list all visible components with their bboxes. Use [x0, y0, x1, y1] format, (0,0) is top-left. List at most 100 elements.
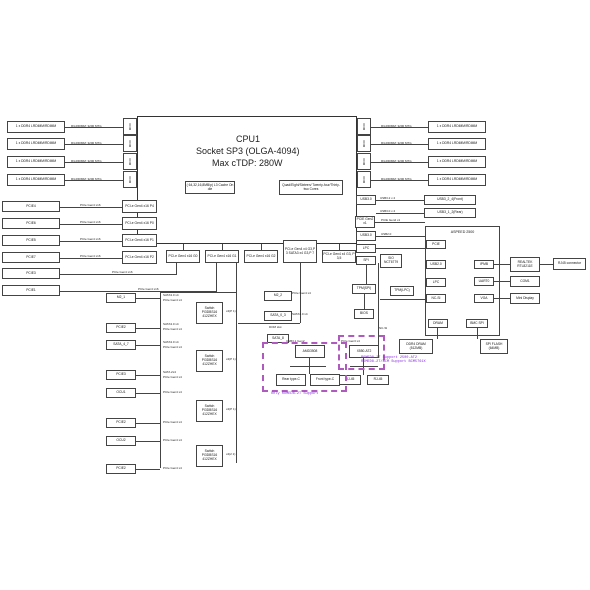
tree-trunk-g1 — [216, 263, 217, 292]
dimm-right-4: 1 x DDR4 LRDIMM/RDIMM — [428, 174, 486, 186]
slot-line-1 — [60, 207, 122, 208]
pcie-label-3: PCIe Gen4 x4 — [163, 345, 182, 349]
rtl-line — [540, 264, 553, 265]
pcie2-b: PCIE2 — [106, 418, 136, 428]
slot-pcie6: PCIE6 — [2, 218, 60, 229]
x4-d: x4(2 1) — [226, 452, 236, 456]
x4-c: x4(P 1) — [226, 407, 236, 411]
x4-b: x4(P 1) — [226, 357, 236, 361]
dimm-right-3: 1 x DDR4 LRDIMM/RDIMM — [428, 156, 486, 168]
pcie-gen2-lbl: PCIE Gen2 x1 — [381, 218, 401, 222]
rj45-conn: RJ45 connector — [553, 258, 586, 270]
ocu2-line — [136, 441, 160, 442]
bios-line — [364, 294, 365, 309]
pcie3-line — [136, 375, 160, 376]
sata-label-2: SATA3.0 x4 — [163, 322, 179, 326]
dimm-left-line-3 — [65, 162, 123, 163]
usb-line-2 — [376, 213, 424, 214]
cpu-port-p0: PCI-e Gen4 x16 P0 — [122, 217, 157, 230]
cache-box: ( 64,32,16,8MB/p) L3 Cache On die — [185, 181, 235, 194]
aspeed-ipmb: IPMB — [474, 260, 494, 269]
slot-link-3: PCIe Gen4 x16 — [80, 237, 101, 241]
note-only: Only ROMED8-2T Support — [271, 392, 319, 396]
dimm-left-2: 1 x DDR4 LRDIMM/RDIMM — [7, 138, 65, 150]
cpu-port-g2: PCI-e Gen4 x16 G2 — [244, 250, 278, 263]
dimm-right-speed-3: R/LRDIMM: 3200 MT/s — [381, 159, 412, 163]
dimm-right-speed-4: R/LRDIMM: 3200 MT/s — [381, 177, 412, 181]
cores-box: Quad/Eight/Sixteen/ Twenty-four/Thirty-t… — [279, 180, 343, 195]
aspeed-pcie: PCIE — [426, 240, 446, 249]
m2-2: M2_2 — [264, 291, 292, 301]
usb20-line — [376, 236, 425, 237]
cpu-port-line-g2 — [261, 244, 262, 250]
slot-pcie7: PCIE7 — [2, 252, 60, 263]
pcie-gen2-block: PCIE Gen2 x1 — [355, 216, 375, 228]
sata-label-1: SATA3.0 x4 — [163, 293, 179, 297]
dimm-left-line-4 — [65, 180, 123, 181]
dimm-right-1: 1 x DDR4 LRDIMM/RDIMM — [428, 121, 486, 133]
slot-pcie4: PCIE4 — [2, 201, 60, 212]
ncsi-line — [380, 299, 425, 300]
lpc-block: LPC — [356, 244, 376, 253]
usb-line-1 — [376, 200, 424, 201]
sata-4-7: SATA_4_7 — [106, 340, 136, 350]
pcie3-box: PCIE3 — [106, 370, 136, 380]
x550-chip: X550-AT2 — [349, 345, 379, 358]
channel-right-1: MOD — [357, 118, 371, 135]
cpu-port-line-g0 — [183, 244, 184, 250]
cpu-port-line-g1 — [222, 244, 223, 250]
slot-line-3 — [60, 241, 122, 242]
slot-link-5: PCIe Gen4 x16 — [112, 270, 133, 274]
aspeed-vga: VGA — [474, 294, 494, 303]
amd-line-b — [290, 366, 326, 367]
tpm-lpc: TPM(LPC) — [390, 286, 414, 296]
spi-block: SPI — [356, 256, 376, 265]
cpu-title: CPU1 — [236, 134, 261, 144]
slot-link-2: PCIe Gen4 x16 — [80, 220, 101, 224]
dimm-left-speed-1: R/LRDIMM: 3200 MT/s — [71, 124, 102, 128]
dimm-right-2: 1 x DDR4 LRDIMM/RDIMM — [428, 138, 486, 150]
pcie-label-1: PCIe Gen4 x4 — [163, 298, 182, 302]
usb30-lbl: USB3.0 x 2 — [380, 209, 396, 213]
aspeed-dram: DRAM — [428, 319, 448, 328]
usb31-block: USB3.0 — [356, 231, 376, 241]
dimm-right-line-4 — [371, 180, 428, 181]
mid-h-line — [238, 323, 300, 324]
mini-display: Mini Display — [510, 293, 540, 304]
dimm-left-3: 1 x DDR4 LRDIMM/RDIMM — [7, 156, 65, 168]
aspeed-usb20: USB2.0 — [426, 260, 446, 269]
pcie-label-5: PCIe Gen4 x4 — [163, 390, 182, 394]
realtek: REALTEK RTL8211E — [510, 257, 540, 272]
aspeed-title: ASPEED 2500 — [450, 230, 475, 234]
usb3-1-port: USB3_1_2(Rear) — [424, 208, 476, 218]
cpu-port-g0: PCI-e Gen4 x16 G0 — [166, 250, 200, 263]
tree-trunk-g2 — [236, 263, 237, 463]
aspeed-bmcspi: BMC SPI — [466, 319, 488, 328]
dimm-left-speed-4: R/LRDIMM: 3200 MT/s — [71, 177, 102, 181]
tree-trunk-g0 — [176, 263, 177, 275]
usb32-lbl: USB3.2 x 2 — [380, 196, 396, 200]
pcie2-a: PCIE2 — [106, 323, 136, 333]
sata-label-4: SATA 2x4 — [163, 370, 176, 374]
aspeed-lpc: LPC — [426, 278, 446, 287]
slot-line-2 — [60, 224, 122, 225]
pcie2-b-line — [136, 423, 160, 424]
vga-line — [494, 298, 510, 299]
dimm-left-line-2 — [65, 144, 123, 145]
cpu-socket: Socket SP3 (OLGA-4094) — [196, 146, 300, 156]
com1: COM1 — [510, 276, 540, 287]
dimm-right-line-1 — [371, 127, 428, 128]
tree-top-line — [160, 292, 236, 293]
dimm-left-line-1 — [65, 127, 123, 128]
pcie-line — [375, 222, 425, 223]
sata-label-3: SATA3.0 x4 — [163, 340, 179, 344]
channel-right-3: MOD — [357, 153, 371, 170]
dimm-right-speed-2: R/LRDIMM: 3200 MT/s — [381, 141, 412, 145]
spi-flash: SPI FLASH (64MB) — [480, 339, 508, 354]
switch-4: Switch PI3DBS16 412ZHEX — [196, 445, 223, 467]
ncsi-lbl: NC-SI — [379, 326, 388, 330]
sata-4-7-line — [136, 345, 160, 346]
cpu-port-g1: PCI-e Gen4 x16 G1 — [205, 250, 239, 263]
sio-block: SIO NCT6779 — [380, 254, 402, 268]
spi-line — [366, 265, 367, 284]
